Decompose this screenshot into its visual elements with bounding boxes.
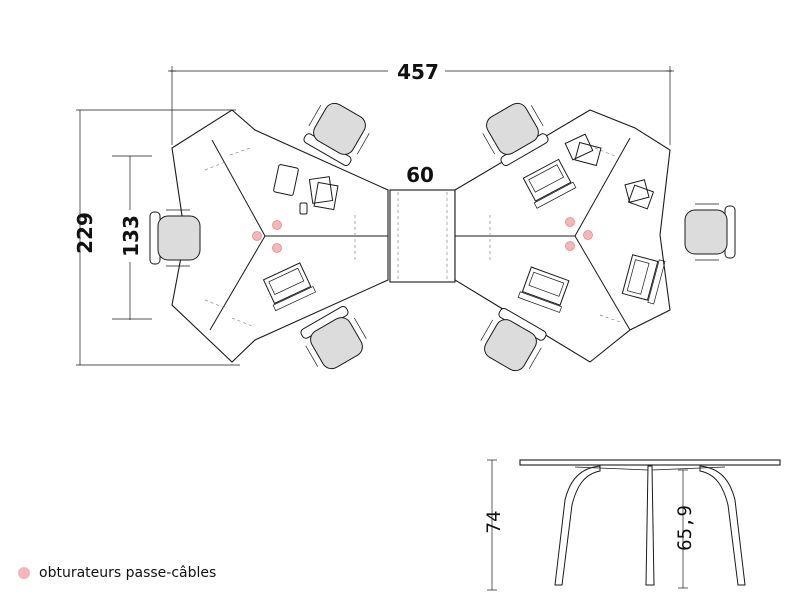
dimension-65-9-label: 65,9 <box>674 505 696 551</box>
phone-icon <box>299 202 308 215</box>
laptop-icon <box>262 262 317 312</box>
dimension-229-label: 229 <box>73 212 97 254</box>
dimension-457-label: 457 <box>397 60 439 84</box>
office-chair-icon <box>303 102 370 167</box>
laptop-icon <box>621 254 666 305</box>
dimension-74-label: 74 <box>483 511 505 534</box>
cable-grommet <box>565 241 575 251</box>
side-elevation: 74 65,9 <box>483 459 781 591</box>
office-chair-icon <box>480 307 547 372</box>
tabletop-profile <box>519 459 781 466</box>
dimension-229: 229 <box>73 109 240 366</box>
cable-grommet <box>583 230 593 240</box>
papers-icon <box>308 176 339 211</box>
tablet-icon <box>273 164 299 196</box>
table-leg <box>554 465 601 586</box>
laptop-icon <box>517 266 570 313</box>
table-leg <box>699 465 746 586</box>
legend-label: obturateurs passe-câbles <box>39 565 217 581</box>
cable-grommet <box>252 231 262 241</box>
center-connector <box>389 189 456 283</box>
dimension-133: 133 <box>112 155 152 320</box>
dimension-60-label: 60 <box>406 163 434 187</box>
table-leg <box>645 465 655 586</box>
cable-grommet <box>565 217 575 227</box>
office-chair-icon <box>482 102 549 167</box>
dimension-457: 457 <box>168 60 674 145</box>
right-desk-cluster <box>454 109 671 363</box>
office-chair-icon <box>684 203 736 261</box>
left-desk-cluster <box>171 109 389 363</box>
cable-grommet <box>272 243 282 253</box>
office-chair-icon <box>149 209 201 267</box>
laptop-icon <box>522 158 577 209</box>
office-chair-icon <box>300 305 367 370</box>
center-table <box>389 189 456 283</box>
legend: obturateurs passe-câbles <box>18 565 216 581</box>
dimension-133-label: 133 <box>119 215 143 257</box>
papers-icon <box>564 133 655 210</box>
cable-grommet <box>272 220 282 230</box>
grommet-legend-swatch <box>18 567 30 579</box>
